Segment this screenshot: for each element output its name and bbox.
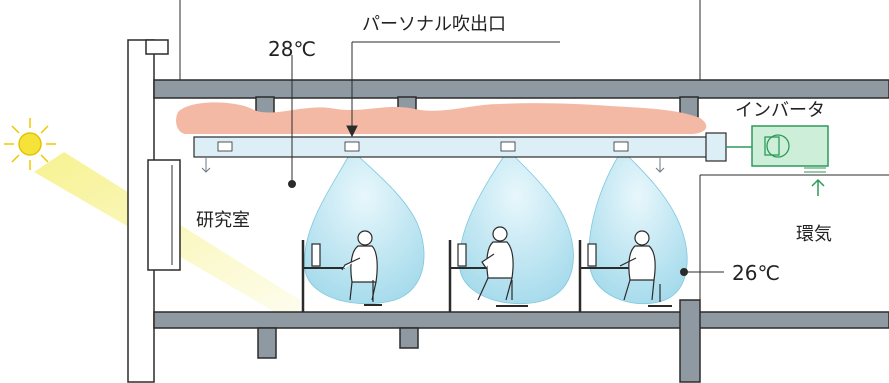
occupant-temp-label: 26℃	[732, 261, 780, 285]
office-chair-icon	[364, 280, 382, 306]
person-at-desk-icon	[341, 230, 378, 301]
ceiling-temp-label: 28℃	[268, 37, 316, 61]
personal-outlet-icon	[217, 141, 629, 152]
sun-icon	[4, 118, 56, 170]
inverter-unit-icon	[726, 125, 829, 196]
office-chair-icon	[496, 280, 528, 307]
workstations	[301, 226, 672, 312]
person-at-desk-icon	[619, 230, 656, 301]
upper-slab	[153, 79, 889, 128]
office-chair-icon	[648, 284, 672, 307]
warm-air-layer	[176, 102, 707, 134]
room-name-label: 研究室	[196, 210, 250, 231]
supply-duct	[193, 132, 727, 162]
lower-slab	[153, 299, 889, 383]
personal-outlet-label: パーソナル吹出口	[362, 14, 506, 35]
return-air-label: 環気	[796, 224, 832, 245]
person-at-desk-icon	[477, 226, 514, 301]
callouts	[288, 41, 724, 276]
cool-air-plumes	[304, 149, 688, 305]
inverter-label: インバータ	[735, 100, 825, 121]
